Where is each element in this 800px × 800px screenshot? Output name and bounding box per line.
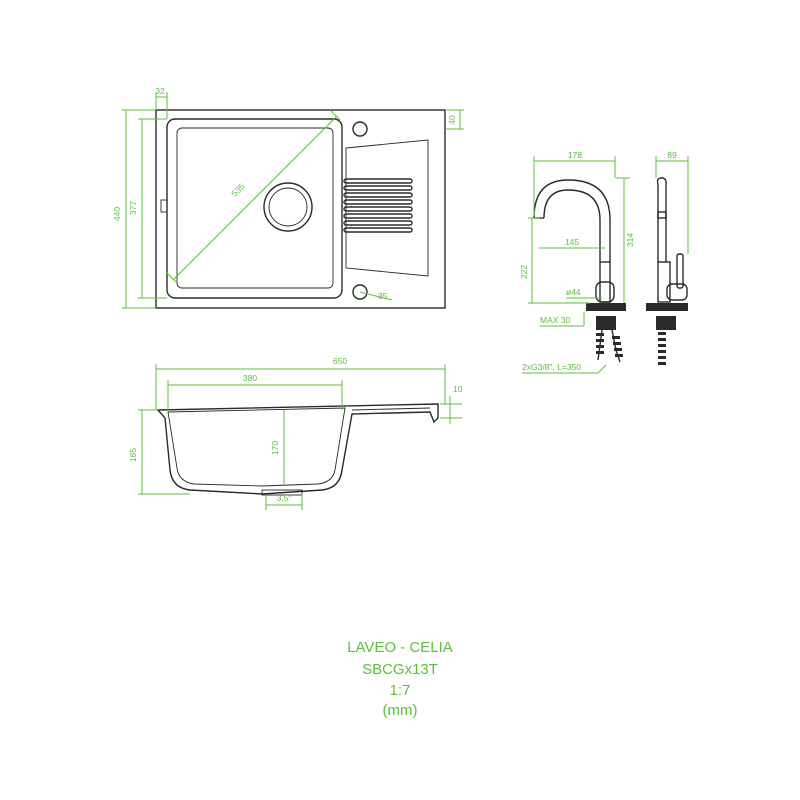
dim-faucet-reach: 178	[568, 150, 582, 160]
dim-hoses: 2xG3/8", L=350	[522, 362, 581, 372]
faucet-side-view	[646, 177, 688, 365]
faucet-front-dimensions: 178 145 314 222 ø44 MAX 30 2xG3/8", L=35…	[519, 150, 635, 374]
drainer-grooves	[343, 178, 413, 233]
title-brand: LAVEO - CELIA	[347, 639, 453, 656]
faucet-side-spout	[656, 177, 667, 262]
tap-hole-bottom	[352, 284, 368, 300]
faucet-front-view	[533, 179, 626, 363]
dim-drain: 3,5"	[277, 493, 292, 503]
dim-hole-radius: 35	[378, 291, 388, 301]
bowl-outer	[166, 118, 343, 299]
faucet-side-base	[646, 303, 688, 311]
sink-outline	[155, 109, 446, 309]
bowl-inner	[176, 127, 334, 289]
dim-diagonal: 535	[229, 181, 246, 198]
dim-rim: 10	[453, 384, 463, 394]
dim-bowl-depth: 377	[128, 201, 138, 215]
dim-counter-max: MAX 30	[540, 315, 571, 325]
side-view-dimensions: 650 380 10 185 170 3,5"	[128, 356, 463, 510]
dim-edge-offset: 32	[155, 86, 165, 96]
side-view-sink	[156, 403, 439, 496]
dim-hole-offset: 40	[447, 115, 457, 125]
title-scale: 1:7	[389, 682, 411, 699]
side-profile-outer	[156, 403, 439, 495]
tap-hole-top	[352, 121, 368, 137]
drain-outer	[263, 182, 313, 232]
faucet-side-dimensions: 89	[655, 150, 689, 254]
side-drain-stub	[261, 489, 303, 496]
dim-spout-reach: 145	[565, 237, 579, 247]
dim-spout-height: 222	[519, 265, 529, 279]
dim-total-width: 650	[333, 356, 347, 366]
title-model: SBCGx13T	[362, 661, 438, 678]
faucet-base	[586, 303, 626, 311]
hose-pattern-side	[658, 332, 666, 365]
hose-pattern-front	[596, 333, 623, 357]
drainer-board	[345, 139, 429, 277]
faucet-lever	[595, 281, 615, 303]
dim-total-height: 185	[128, 448, 138, 462]
dim-bowl-height: 170	[270, 441, 280, 455]
dim-hole-diameter: ø44	[566, 287, 581, 297]
dim-faucet-height: 314	[625, 233, 635, 247]
faucet-side-body	[657, 261, 671, 303]
overflow	[160, 199, 168, 213]
dim-bowl-width: 380	[243, 373, 257, 383]
drain-inner	[268, 187, 308, 227]
dim-total-depth: 440	[112, 207, 122, 221]
side-profile-inner	[167, 407, 346, 487]
title-units: (mm)	[382, 702, 418, 719]
top-view-sink	[155, 109, 446, 309]
faucet-spout	[533, 179, 611, 262]
dim-faucet-body-width: 89	[667, 150, 677, 160]
